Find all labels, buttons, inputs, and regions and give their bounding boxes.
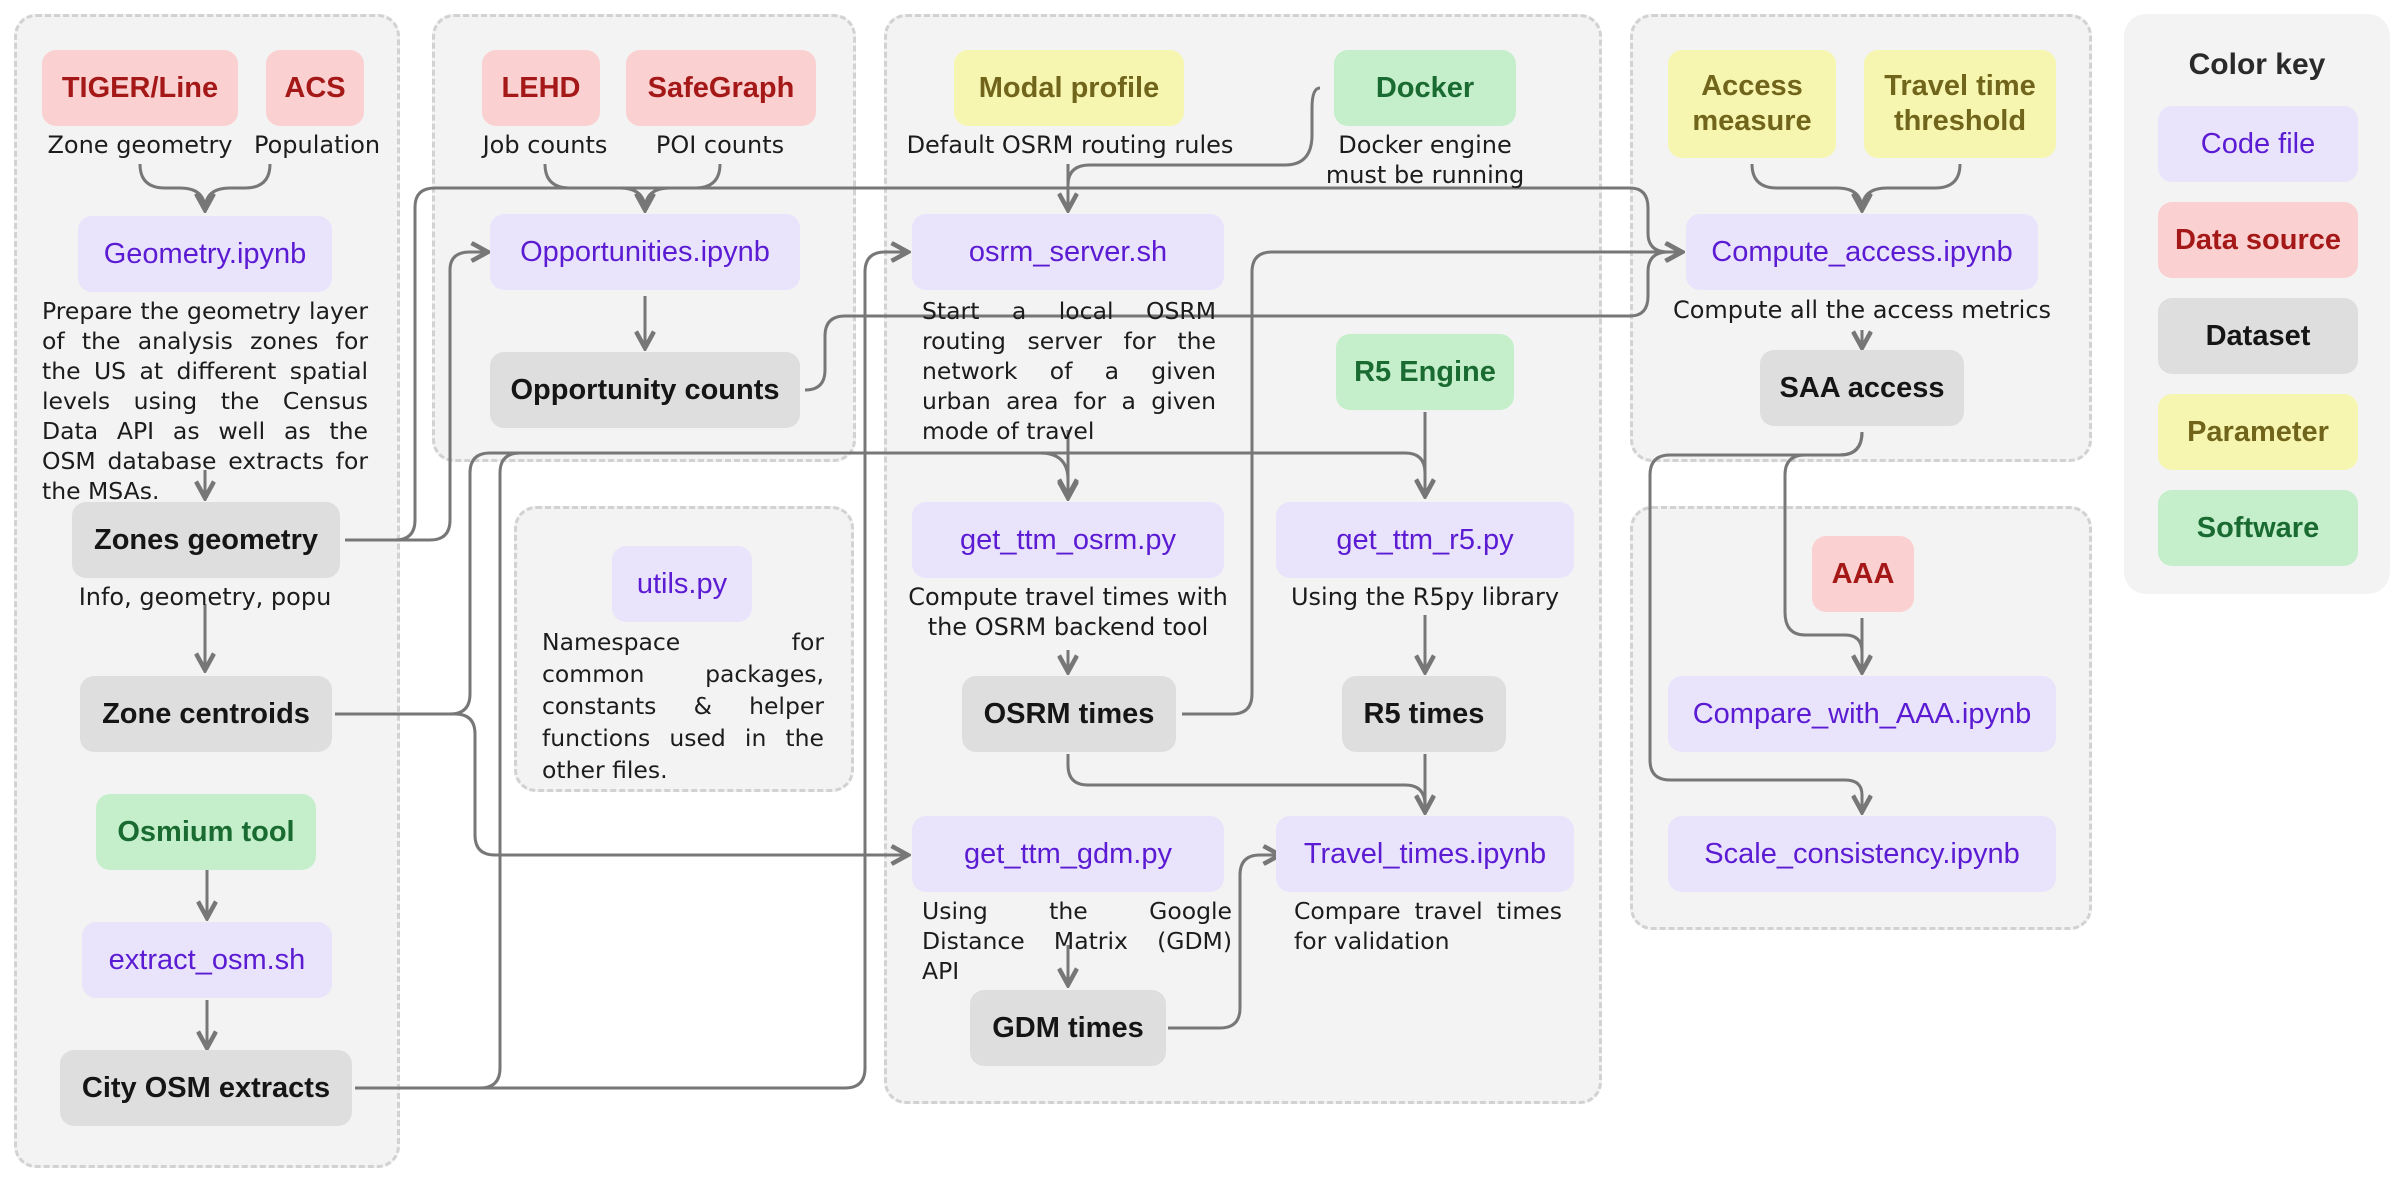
zone-centroids-node: Zone centroids bbox=[80, 676, 332, 752]
legend-parameter: Parameter bbox=[2158, 394, 2358, 470]
travel-time-threshold-node: Travel time threshold bbox=[1864, 50, 2056, 158]
saa-access-node: SAA access bbox=[1760, 350, 1964, 426]
population-caption: Population bbox=[254, 131, 381, 159]
safegraph-source: SafeGraph bbox=[626, 50, 816, 126]
zones-info-caption: Info, geometry, popu bbox=[78, 583, 332, 611]
scale-consistency-node: Scale_consistency.ipynb bbox=[1668, 816, 2056, 892]
get-ttm-osrm-node: get_ttm_osrm.py bbox=[912, 502, 1224, 578]
compute-access-caption: Compute all the access metrics bbox=[1672, 296, 2052, 324]
legend-data-source: Data source bbox=[2158, 202, 2358, 278]
r5-engine-node: R5 Engine bbox=[1336, 334, 1514, 410]
extract-osm-sh-node: extract_osm.sh bbox=[82, 922, 332, 998]
zones-geometry-node: Zones geometry bbox=[72, 502, 340, 578]
geometry-description: Prepare the geometry layer of the analys… bbox=[42, 297, 368, 505]
osmium-tool-node: Osmium tool bbox=[96, 794, 316, 870]
lehd-source: LEHD bbox=[482, 50, 600, 126]
osrm-server-sh-node: osrm_server.sh bbox=[912, 214, 1224, 290]
opportunity-counts-node: Opportunity counts bbox=[490, 352, 800, 428]
docker-node: Docker bbox=[1334, 50, 1516, 126]
docker-note-caption: Docker engine must be running bbox=[1325, 131, 1525, 189]
zone-geometry-caption: Zone geometry bbox=[47, 131, 233, 159]
gdm-times-node: GDM times bbox=[970, 990, 1166, 1066]
acs-source: ACS bbox=[266, 50, 364, 126]
modal-profile-node: Modal profile bbox=[954, 50, 1184, 126]
r5-description: Using the R5py library bbox=[1290, 583, 1560, 611]
compare-with-aaa-node: Compare_with_AAA.ipynb bbox=[1668, 676, 2056, 752]
travel-times-description: Compare travel times for validation bbox=[1294, 897, 1562, 955]
geometry-ipynb-node: Geometry.ipynb bbox=[78, 216, 332, 292]
osrm-server-description: Start a local OSRM routing server for th… bbox=[922, 297, 1216, 445]
tiger-line-source: TIGER/Line bbox=[42, 50, 238, 126]
utils-py-node: utils.py bbox=[612, 546, 752, 622]
compute-access-node: Compute_access.ipynb bbox=[1686, 214, 2038, 290]
aaa-source: AAA bbox=[1812, 536, 1914, 612]
gdm-description: Using the Google Distance Matrix (GDM) A… bbox=[922, 897, 1232, 985]
city-osm-extracts-node: City OSM extracts bbox=[60, 1050, 352, 1126]
osrm-times-node: OSRM times bbox=[962, 676, 1176, 752]
travel-times-ipynb-node: Travel_times.ipynb bbox=[1276, 816, 1574, 892]
opportunities-ipynb-node: Opportunities.ipynb bbox=[490, 214, 800, 290]
get-ttm-r5-node: get_ttm_r5.py bbox=[1276, 502, 1574, 578]
default-osrm-caption: Default OSRM routing rules bbox=[906, 131, 1234, 159]
legend-software: Software bbox=[2158, 490, 2358, 566]
legend-title: Color key bbox=[2188, 48, 2326, 81]
legend-dataset: Dataset bbox=[2158, 298, 2358, 374]
job-counts-caption: Job counts bbox=[482, 131, 608, 159]
r5-times-node: R5 times bbox=[1342, 676, 1506, 752]
get-ttm-gdm-node: get_ttm_gdm.py bbox=[912, 816, 1224, 892]
osrm-description: Compute travel times with the OSRM backe… bbox=[908, 583, 1228, 641]
legend-code-file: Code file bbox=[2158, 106, 2358, 182]
poi-counts-caption: POI counts bbox=[655, 131, 785, 159]
utils-description: Namespace for common packages, constants… bbox=[542, 628, 824, 784]
access-measure-node: Access measure bbox=[1668, 50, 1836, 158]
